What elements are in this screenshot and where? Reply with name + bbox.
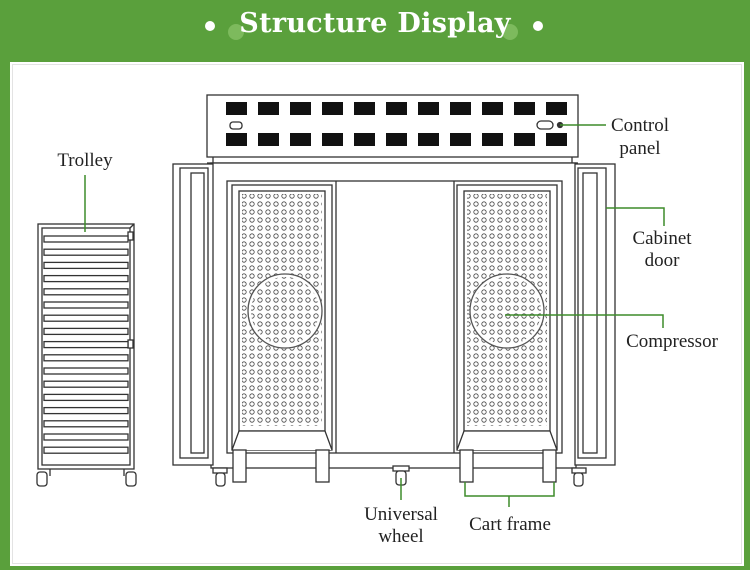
universal-wheel-label-line1: Universal	[364, 504, 438, 525]
trolley	[36, 223, 137, 487]
vent-slot	[258, 102, 279, 115]
vent-slot	[418, 133, 439, 146]
left-cabinet-door	[172, 163, 214, 466]
leader-lines	[84, 124, 665, 507]
trolley-shelf	[43, 314, 129, 322]
trolley-shelves	[43, 235, 129, 454]
trolley-shelf	[43, 354, 129, 362]
vent-slot	[322, 102, 343, 115]
trolley-shelf	[43, 367, 129, 375]
cart-frame-label: Cart frame	[469, 514, 551, 535]
control-panel-label-line1: Control	[611, 115, 669, 136]
vent-slot	[546, 102, 567, 115]
cart-frame-legs	[232, 449, 557, 483]
trolley-shelf	[43, 406, 129, 415]
page-title: Structure Display	[239, 8, 511, 39]
trolley-shelf	[43, 340, 129, 349]
vent-slot	[386, 102, 407, 115]
trolley-label: Trolley	[57, 150, 113, 171]
vent-slot	[258, 133, 279, 146]
control-panel-switch	[536, 120, 554, 130]
vent-slot	[482, 102, 503, 115]
vent-slot	[226, 133, 247, 146]
vent-slot	[514, 133, 535, 146]
trolley-shelf	[43, 327, 129, 336]
vent-slot	[450, 102, 471, 115]
vent-slot	[386, 133, 407, 146]
trolley-shelf	[43, 235, 129, 243]
vent-slot	[354, 102, 375, 115]
top-vents	[226, 102, 567, 146]
vent-slot	[290, 133, 311, 146]
compressor-label: Compressor	[626, 331, 719, 352]
left-compressor-panel	[231, 184, 333, 451]
left-indicator-light	[229, 121, 243, 130]
trolley-shelf	[43, 393, 129, 402]
control-panel-label-line2: panel	[619, 138, 660, 159]
trolley-shelf	[43, 446, 129, 454]
trolley-shelf	[43, 248, 129, 256]
universal-wheel-label-line2: wheel	[378, 526, 423, 547]
trolley-shelf	[43, 261, 129, 270]
vent-slot	[418, 102, 439, 115]
cabinet	[172, 94, 616, 487]
vent-slot	[354, 133, 375, 146]
vent-slot	[514, 102, 535, 115]
trolley-shelf	[43, 420, 129, 428]
cabinet-door-label-line2: door	[645, 250, 681, 271]
trolley-shelf	[43, 380, 129, 388]
vent-slot	[322, 133, 343, 146]
trolley-shelf	[43, 433, 129, 441]
vent-slot	[450, 133, 471, 146]
trolley-shelf	[43, 301, 129, 309]
title-decoration	[205, 21, 543, 40]
trolley-shelf	[43, 274, 129, 283]
trolley-shelf	[43, 288, 129, 296]
vent-slot	[290, 102, 311, 115]
vent-slot	[226, 102, 247, 115]
universal-wheels	[212, 465, 587, 487]
vent-slot	[546, 133, 567, 146]
right-compressor-panel	[456, 184, 558, 451]
cabinet-door-label-line1: Cabinet	[632, 228, 692, 249]
vent-slot	[482, 133, 503, 146]
